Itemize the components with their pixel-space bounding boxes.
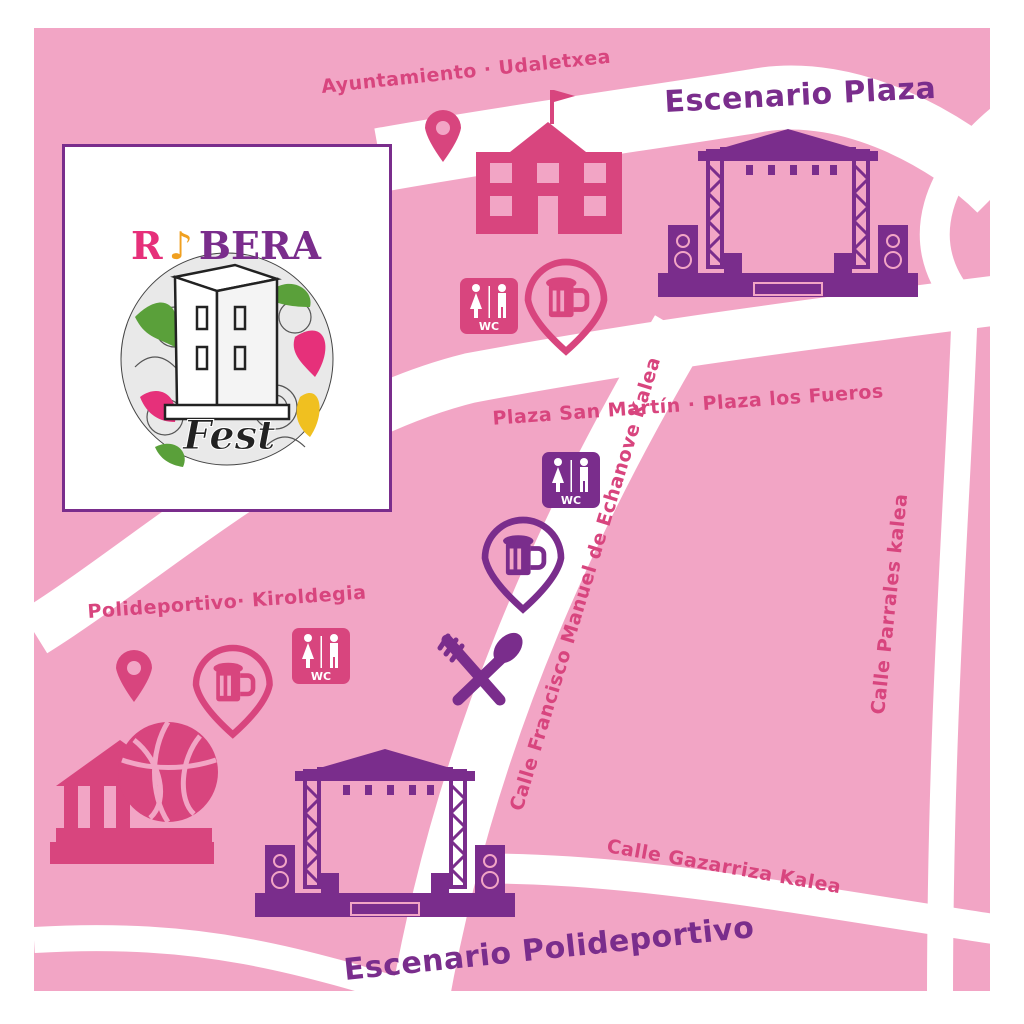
fork-spoon-icon [437,632,523,706]
road-plaza [20,275,1004,654]
building-illustration [163,263,291,421]
road-parrales [927,299,978,1001]
wc-icon: WC [542,452,600,508]
svg-text:WC: WC [561,494,581,507]
logo-title-r: R [131,223,163,268]
sports-center-icon [50,720,218,864]
road-right-curve [919,108,1010,310]
logo-saxophone-icon: ♪ [169,223,193,268]
svg-text:WC: WC [311,670,331,683]
logo-title: R♪BERA [131,223,322,268]
svg-text:WC: WC [479,320,499,333]
road-top [374,65,1023,214]
logo-title-bera: BERA [199,223,322,268]
town-hall-icon [476,90,622,234]
wc-icon: WC [460,278,518,334]
ribera-fest-logo: R♪BERA Fest [62,144,392,512]
road-bottom-left [33,925,434,1013]
logo-subtitle: Fest [182,412,276,459]
wc-icon: WC [292,628,350,684]
